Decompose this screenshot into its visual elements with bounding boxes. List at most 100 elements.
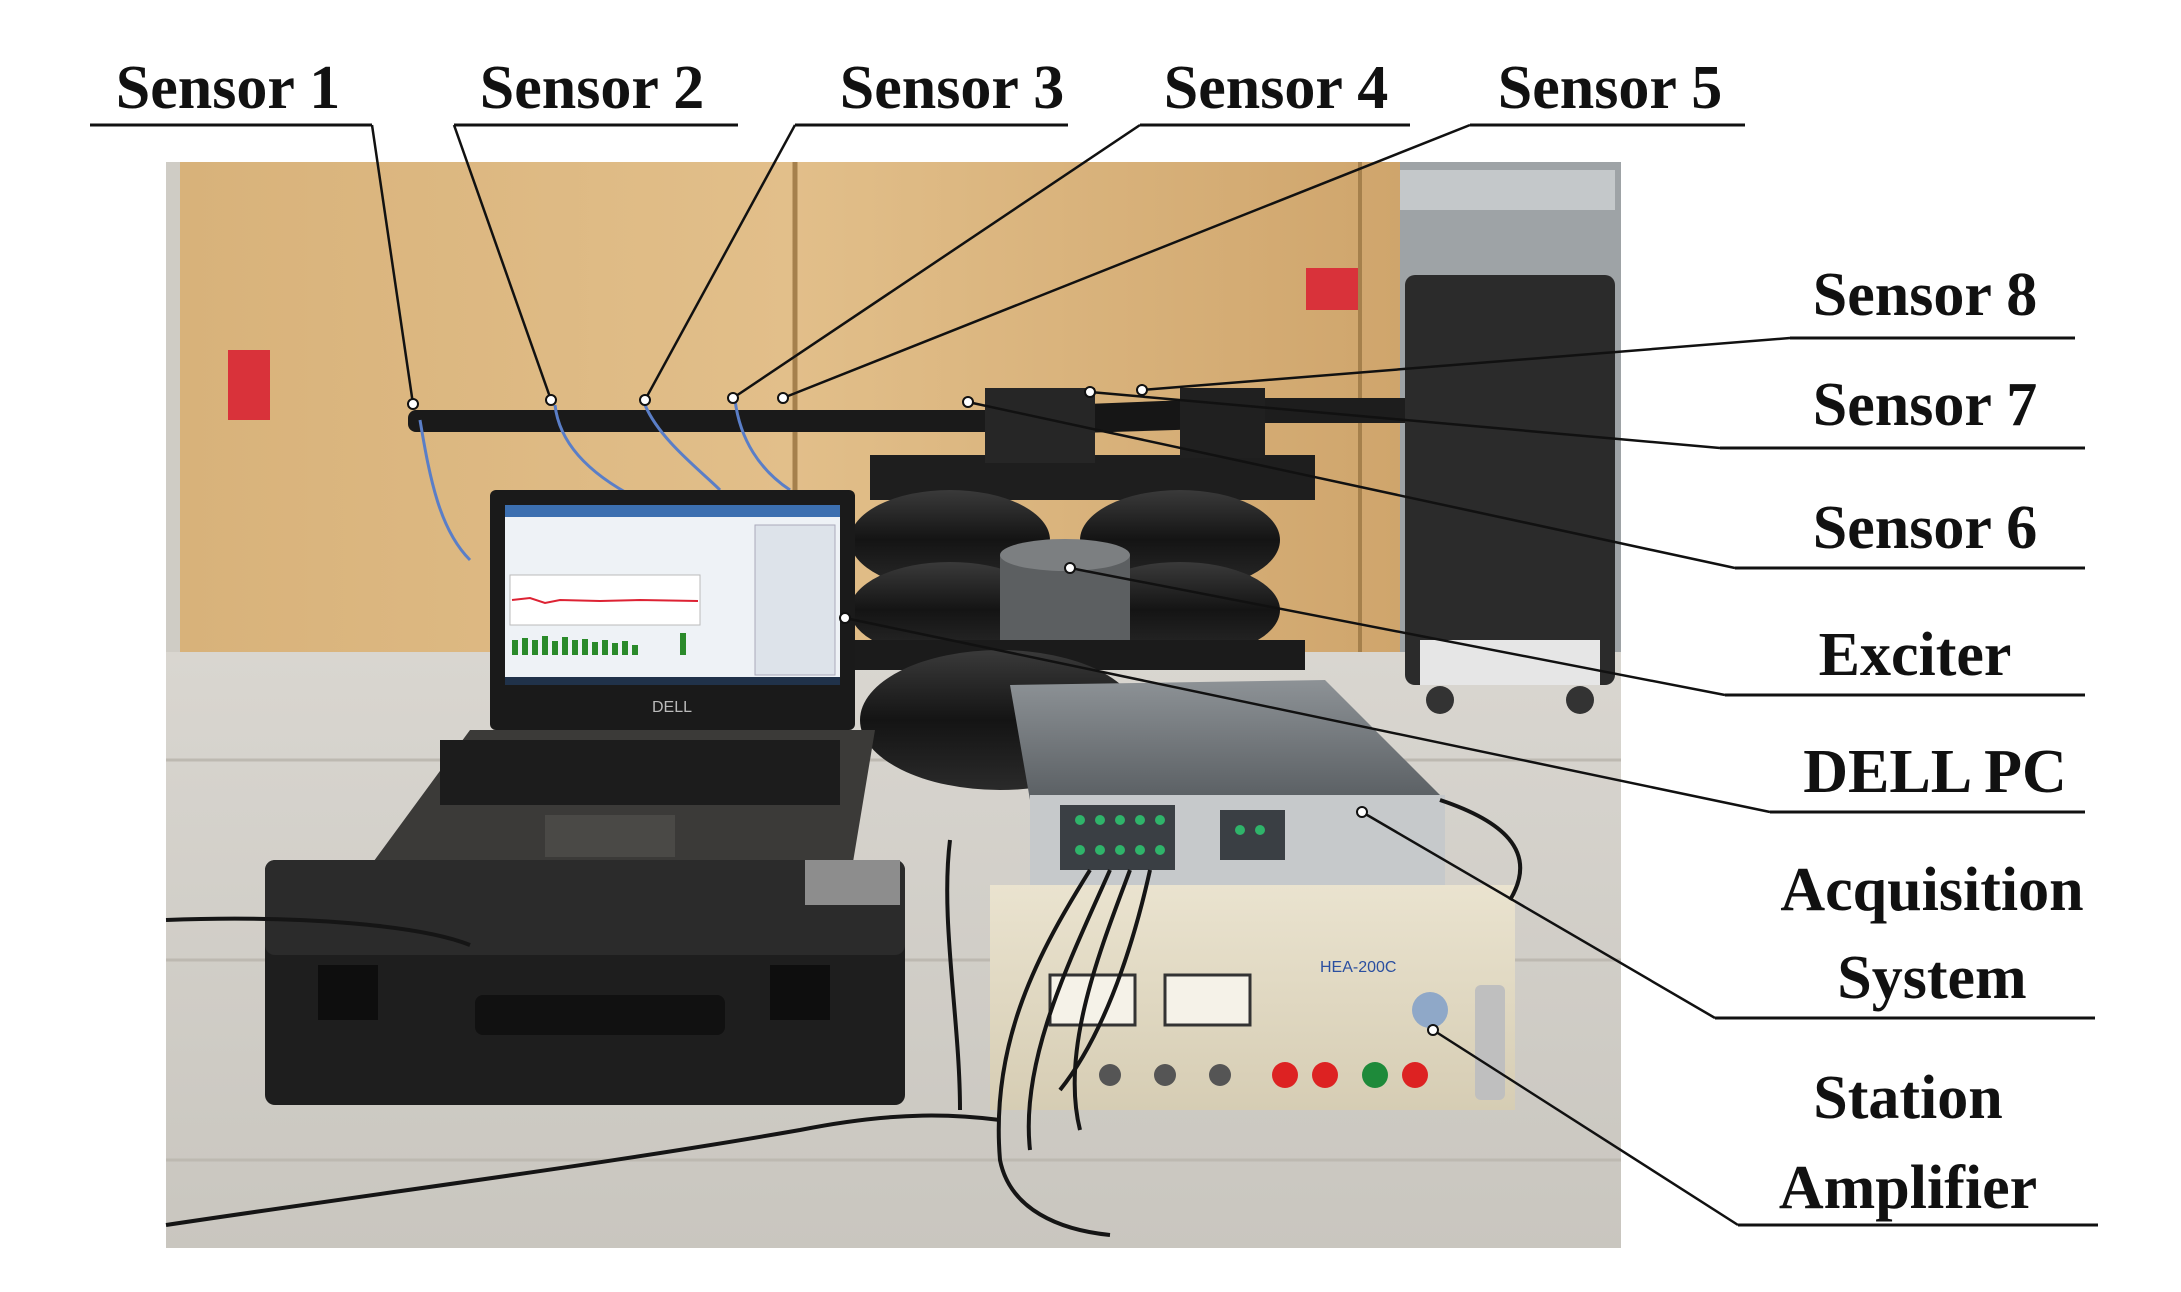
case-wheel-frame	[1420, 640, 1600, 685]
target-marker	[1427, 1024, 1439, 1036]
sensor-cable	[643, 404, 722, 492]
photo: DELL	[165, 162, 1621, 1248]
cable	[165, 1113, 1001, 1227]
target-marker	[1136, 384, 1148, 396]
acq-connector	[1235, 825, 1245, 835]
leader-line	[452, 124, 553, 401]
crate-sticker	[228, 350, 270, 420]
wall-panel	[1395, 170, 1615, 210]
amp-knob	[1209, 1064, 1231, 1086]
case-wheel	[1426, 686, 1454, 714]
acq-connector	[1075, 845, 1085, 855]
leader-line	[370, 124, 415, 405]
crate-sticker	[1306, 268, 1358, 310]
target-marker	[839, 612, 851, 624]
acq-connector	[1155, 845, 1165, 855]
amp-button-red	[1402, 1062, 1428, 1088]
keyboard	[440, 740, 840, 805]
leader-line	[1069, 566, 1726, 697]
acq-top	[1010, 680, 1445, 800]
screen-bar	[532, 640, 538, 655]
target-marker	[1064, 562, 1076, 574]
screen-side-panel	[754, 524, 836, 676]
screen-bar	[542, 636, 548, 655]
acq-connector	[1135, 845, 1145, 855]
leader-line	[782, 123, 1471, 400]
sensor-marker	[407, 398, 419, 410]
acquisition-system	[1010, 680, 1445, 885]
tape	[805, 860, 900, 905]
label-sensor-4: Sensor 4	[1164, 54, 1389, 122]
screen-bar-chart	[512, 633, 686, 655]
target-marker	[962, 396, 974, 408]
screen-bar	[680, 633, 686, 655]
cable	[945, 839, 962, 1111]
sensor-marker	[639, 394, 651, 406]
acq-connector	[1155, 815, 1165, 825]
acq-connector-panel	[1060, 805, 1175, 870]
amp-model-label: HEA-200C	[1320, 959, 1396, 976]
leader-line	[1432, 1028, 1739, 1227]
end-plate	[1180, 388, 1265, 458]
acq-connector	[1135, 815, 1145, 825]
screen-toolbar	[505, 505, 840, 517]
case-latch	[318, 965, 378, 1020]
station-amplifier: HEA-200C	[990, 885, 1515, 1110]
screen-bar	[512, 640, 518, 655]
leader-line	[1141, 336, 1791, 392]
target-marker	[1084, 386, 1096, 398]
label-dell-pc: DELL PC	[1803, 738, 2067, 806]
label-sensor-2: Sensor 2	[480, 54, 705, 122]
acq-connector	[1095, 815, 1105, 825]
amp-button-red	[1272, 1062, 1298, 1088]
touchpad	[545, 815, 675, 857]
leader-line	[732, 123, 1141, 400]
case-latch	[770, 965, 830, 1020]
leader-line	[967, 400, 1736, 570]
screen-bar	[572, 640, 578, 655]
acq-connector	[1075, 815, 1085, 825]
cable	[1058, 869, 1152, 1092]
cable	[1026, 869, 1112, 1151]
acq-connector	[1095, 845, 1105, 855]
sensor-marker	[727, 392, 739, 404]
label-sensor-8: Sensor 8	[1813, 261, 2038, 329]
label-amplifier: Amplifier	[1779, 1154, 2037, 1222]
label-sensor-3: Sensor 3	[840, 54, 1065, 122]
screen-bar	[562, 637, 568, 655]
acq-connector	[1255, 825, 1265, 835]
leader-line	[844, 616, 1771, 814]
amp-handle	[1475, 985, 1505, 1100]
laptop-case	[265, 860, 905, 1105]
label-acquisition: Acquisition	[1780, 856, 2083, 924]
label-exciter: Exciter	[1819, 621, 2012, 689]
case-handle	[475, 995, 725, 1035]
laptop: DELL	[360, 490, 875, 880]
sensor-marker	[777, 392, 789, 404]
exciter-top	[1000, 539, 1130, 571]
screen-trace	[511, 596, 699, 605]
amp-knob	[1154, 1064, 1176, 1086]
leader-line	[1089, 390, 1721, 450]
amp-button-red	[1312, 1062, 1338, 1088]
leader-line	[1361, 810, 1716, 1020]
case-wheel	[1566, 686, 1594, 714]
cable	[996, 868, 1111, 1237]
label-station: Station	[1813, 1064, 2002, 1132]
label-system: System	[1837, 944, 2026, 1012]
amp-knob	[1412, 992, 1448, 1028]
exciter-body	[1000, 555, 1130, 655]
laptop-brand: DELL	[652, 699, 692, 716]
beam-tube	[408, 410, 993, 432]
screen-bar	[552, 641, 558, 655]
label-sensor-7: Sensor 7	[1813, 371, 2038, 439]
amp-button-green	[1362, 1062, 1388, 1088]
cable	[1439, 798, 1523, 902]
screen-bar	[622, 641, 628, 655]
label-sensor-1: Sensor 1	[116, 54, 341, 122]
cable-bundle	[165, 798, 1523, 1237]
sensor-cable	[733, 399, 791, 492]
acq-connector	[1115, 815, 1125, 825]
sensor-cable	[418, 419, 472, 562]
screen-bar	[602, 640, 608, 655]
